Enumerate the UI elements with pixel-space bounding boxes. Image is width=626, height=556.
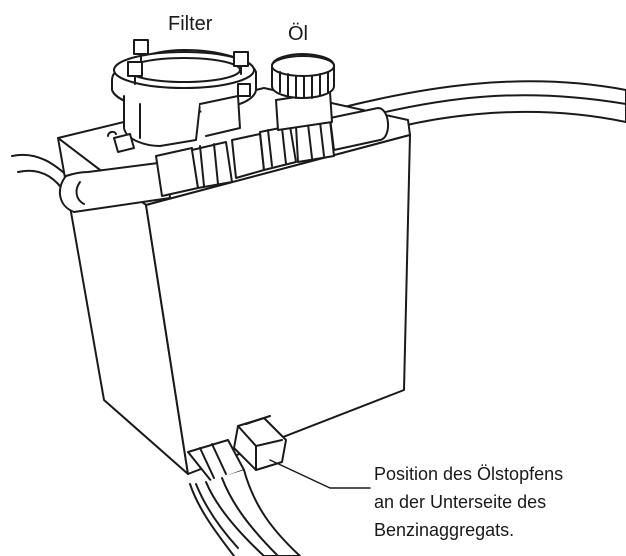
filter-label: Filter: [168, 13, 213, 35]
callout-line-1: Position des Ölstopfens: [374, 464, 564, 484]
bottom-hose: [187, 439, 301, 556]
drain-plug-callout: Position des Ölstopfens an der Unterseit…: [374, 460, 563, 544]
callout-leader: [269, 459, 371, 489]
filter-housing: [107, 39, 257, 153]
callout-line-3: Benzinaggregats.: [374, 520, 515, 540]
elbow-hose-left: [58, 161, 171, 213]
top-fittings: [155, 91, 389, 197]
callout-line-2: an der Unterseite des: [374, 492, 547, 512]
right-hose: [339, 80, 626, 139]
filter-bolts: [127, 39, 251, 97]
oil-label: Öl: [288, 23, 308, 45]
oil-drain-plug: [233, 415, 287, 471]
oil-cap: [271, 53, 335, 99]
